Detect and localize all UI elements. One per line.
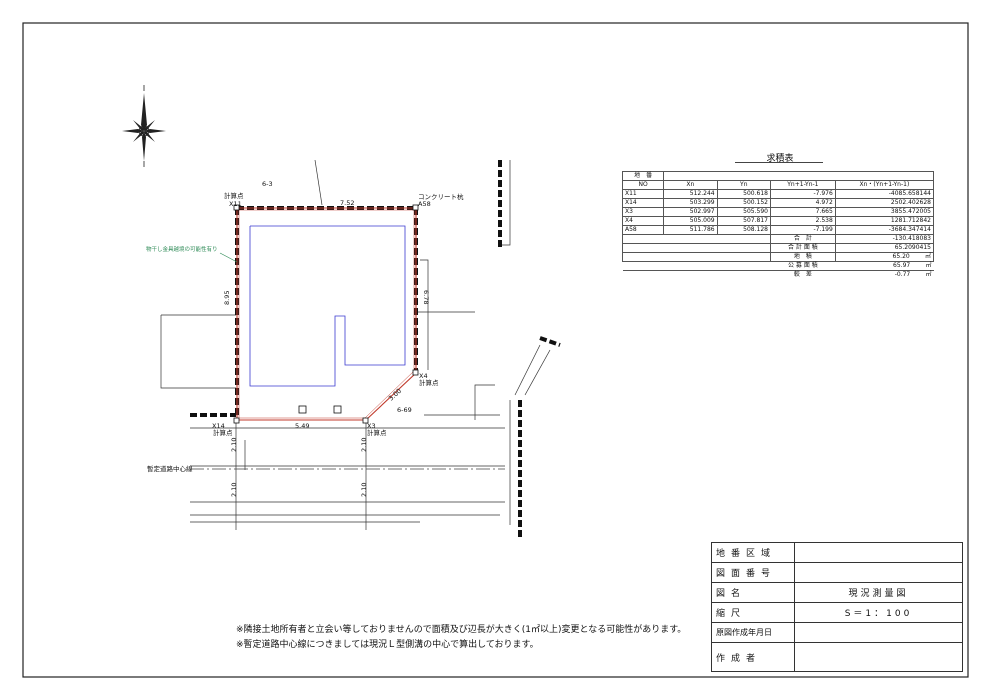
- area-table: 地 番 NO Xn Yn Yn+1-Yn-1 Xn・(Yn+1-Yn-1) X1…: [621, 171, 935, 279]
- area-row-x4: X4 505.009 507.817 2.538 1281.712842: [621, 216, 935, 226]
- title-row-author: 作成者: [711, 642, 963, 672]
- road-dimension-4: 2.10: [360, 483, 368, 497]
- point-label-x14: X14: [212, 422, 225, 430]
- centerline-label: 暫定道路中心線: [147, 464, 193, 473]
- calc-point-label-x4: 計算点: [419, 378, 439, 387]
- note-2: ※暫定道路中心線につきましては現況Ｌ型側溝の中心で算出しております。: [236, 640, 539, 650]
- area-header-yn: Yn: [716, 180, 771, 190]
- dimension-diagonal: 3.00: [387, 387, 403, 403]
- area-row-x11: X11 512.244 500.618 -7.976 -4085.658144: [621, 189, 935, 199]
- area-row-x14: X14 503.299 500.152 4.972 2502.402628: [621, 198, 935, 208]
- road-dimension-2: 2.10: [360, 438, 368, 452]
- encroachment-note: 物干し金具越境の可能性有り: [146, 245, 218, 253]
- title-row-drawing-name: 図名現況測量図: [711, 582, 963, 603]
- title-row-district: 地番区域: [711, 542, 963, 563]
- dimension-left: 8.95: [223, 291, 231, 305]
- calc-point-label-x3: 計算点: [367, 428, 387, 437]
- area-header-dy: Yn+1-Yn-1: [769, 180, 836, 190]
- area-table-title: 求積表: [766, 154, 794, 164]
- point-label-a58: A58: [418, 200, 431, 208]
- area-header-xn: Xn: [663, 180, 718, 190]
- area-row-difference: 較 差 -0.77 ㎡: [622, 270, 934, 279]
- note-1: ※隣接土地所有者と立会い等しておりませんので面積及び辺長が大きく(1㎡以上)変更…: [236, 625, 687, 635]
- area-row-total: 合 計 -130.418083: [622, 234, 935, 244]
- area-header-no: NO: [621, 180, 665, 190]
- area-row-a58: A58 511.786 508.128 -7.199 -3684.347414: [621, 225, 935, 235]
- road-dimension-3: 2.10: [230, 483, 238, 497]
- point-label-x11: X11: [229, 200, 242, 208]
- point-label-x3: X3: [367, 422, 376, 430]
- calc-point-label-x11: 計算点: [224, 191, 244, 200]
- building-outline: [249, 225, 406, 387]
- dimension-top: 7.52: [340, 199, 354, 207]
- area-row-x3: X3 502.997 505.590 7.665 3855.472005: [621, 207, 935, 217]
- north-arrow-icon: [122, 85, 166, 167]
- point-label-x4: X4: [419, 372, 428, 380]
- area-header-top: 地 番: [621, 171, 665, 181]
- road-dimension-1: 2.10: [230, 438, 238, 452]
- site-boundary: [236, 207, 417, 421]
- sheet-frame: [22, 22, 969, 678]
- area-row-calc-area: 合 計 面 積 65.2090415: [622, 243, 935, 253]
- dimension-bottom: 5.49: [295, 422, 309, 430]
- boundary-walls: [190, 160, 561, 540]
- area-row-public-area: 公 募 面 積 65.97 ㎡: [622, 261, 934, 271]
- concrete-pile-label: コンクリート杭: [418, 192, 464, 201]
- calc-point-label-x14: 計算点: [213, 428, 233, 437]
- neighbour-lines: [160, 159, 551, 530]
- title-row-created-date: 原図作成年月日: [711, 622, 963, 643]
- corner-markers: [233, 204, 419, 424]
- parcel-label-south-east: 6-69: [397, 406, 412, 414]
- area-row-land-area: 地 積 65.20 ㎡: [622, 252, 935, 262]
- parcel-label-north: 6-3: [262, 180, 273, 188]
- dimension-right: 6.78: [422, 290, 430, 304]
- area-header-product: Xn・(Yn+1-Yn-1): [834, 180, 935, 190]
- title-row-drawing-number: 図面番号: [711, 562, 963, 583]
